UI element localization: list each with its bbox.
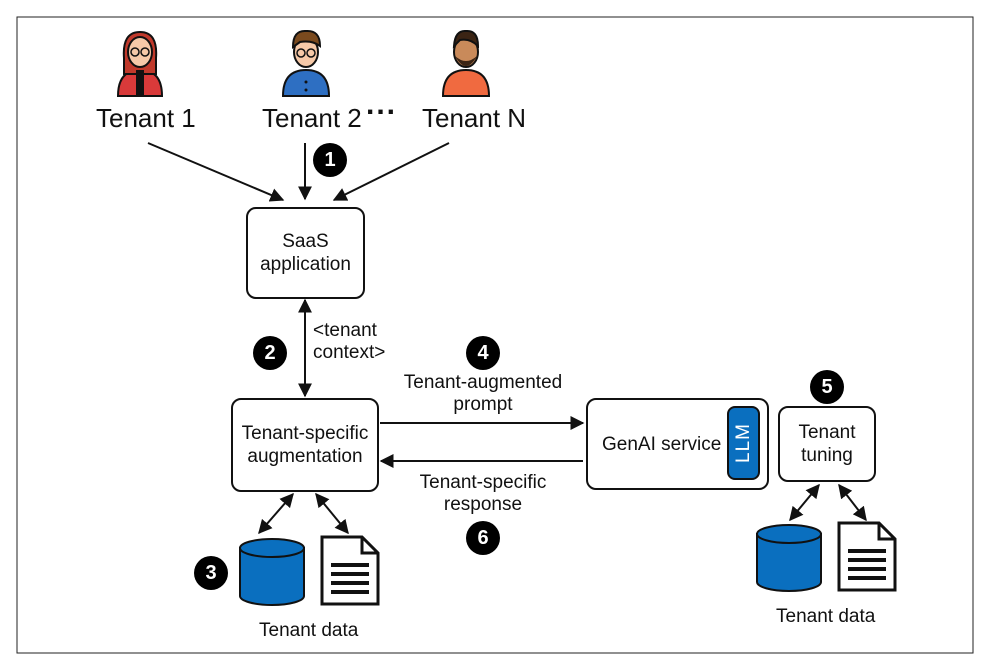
arrow-aug-database [258, 492, 294, 535]
tenant-tuning-box: Tenant tuning [778, 406, 876, 482]
response-label-line1: Tenant-specific [419, 472, 547, 493]
tenant-ellipsis: ... [366, 88, 398, 121]
tenant-context-line2: context> [313, 342, 386, 363]
arrow-tenantn-to-saas [332, 142, 450, 201]
tenant-2-avatar [281, 29, 331, 97]
tuning-label-line1: Tenant [798, 422, 856, 443]
saas-label-line1: SaaS [282, 231, 329, 252]
arrow-tuning-document [838, 483, 867, 522]
augmentation-label-line2: augmentation [247, 446, 363, 467]
arrow-aug-document [315, 492, 349, 535]
step-badge-4: 4 [466, 336, 500, 370]
diagram-border [16, 16, 974, 654]
tenant-1-label: Tenant 1 [96, 103, 196, 133]
step-badge-2: 2 [253, 336, 287, 370]
document-icon [320, 535, 380, 606]
saas-label-line2: application [260, 254, 351, 275]
step-badge-5: 5 [810, 370, 844, 404]
arrow-tuning-database [789, 483, 820, 522]
prompt-label-line2: prompt [453, 394, 513, 415]
llm-label: LLM [732, 423, 754, 463]
document-icon [837, 521, 897, 592]
step-badge-3: 3 [194, 556, 228, 590]
response-label: Tenant-specific response [393, 472, 573, 516]
response-label-line2: response [443, 494, 523, 515]
tenant-2-label: Tenant 2 [262, 103, 362, 133]
step-badge-6: 6 [466, 521, 500, 555]
genai-service-label: GenAI service [602, 433, 722, 455]
prompt-label-line1: Tenant-augmented [403, 372, 563, 393]
llm-chip: LLM [727, 406, 760, 480]
step-badge-1: 1 [313, 143, 347, 177]
arrow-tenant1-to-saas [147, 142, 285, 202]
tenant-context-label: <tenant context> [313, 320, 385, 364]
tenant-data-label-left: Tenant data [259, 620, 359, 641]
tuning-label-line2: tuning [801, 445, 853, 466]
augmentation-label-line1: Tenant-specific [241, 423, 369, 444]
tenant-n-avatar [441, 29, 491, 97]
tenant-augmentation-box: Tenant-specific augmentation [231, 398, 379, 492]
database-icon [756, 524, 822, 592]
prompt-label: Tenant-augmented prompt [393, 372, 573, 416]
tenant-n-label: Tenant N [422, 103, 527, 133]
database-icon [239, 538, 305, 606]
saas-application-box: SaaS application [246, 207, 365, 299]
tenant-1-avatar [116, 30, 164, 97]
tenant-data-label-right: Tenant data [776, 606, 876, 627]
tenant-context-line1: <tenant [313, 320, 377, 341]
